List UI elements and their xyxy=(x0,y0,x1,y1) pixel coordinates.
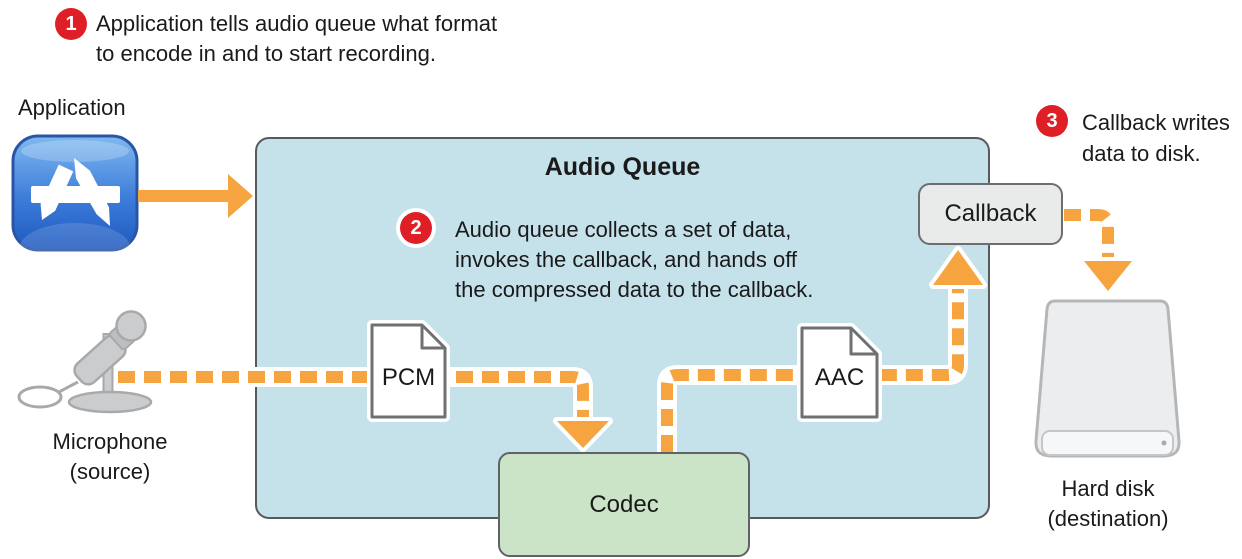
callback-box: Callback xyxy=(918,183,1063,245)
hard-disk-icon xyxy=(1034,299,1181,458)
application-label: Application xyxy=(18,95,126,120)
step-2-badge: 2 xyxy=(400,212,432,244)
codec-box: Codec xyxy=(498,452,750,557)
audio-queue-title: Audio Queue xyxy=(544,153,701,181)
step-2-line-3: the compressed data to the callback. xyxy=(455,277,814,302)
step-3-number: 3 xyxy=(1046,109,1058,132)
microphone-label-line-2: (source) xyxy=(69,459,151,484)
hard-disk-label-line-1: Hard disk xyxy=(1061,476,1155,501)
step-3-line-2: data to disk. xyxy=(1082,141,1201,166)
step-3-note: Callback writes data to disk. xyxy=(1082,107,1230,169)
route-callback-to-disk xyxy=(1064,205,1136,295)
hard-disk-label: Hard disk (destination) xyxy=(1028,474,1188,534)
document-icon xyxy=(367,320,450,422)
codec-label: Codec xyxy=(589,490,659,518)
hard-disk-label-line-2: (destination) xyxy=(1047,506,1169,531)
step-2-number: 2 xyxy=(410,216,422,239)
step-1-number: 1 xyxy=(65,12,77,35)
step-1-line-1: Application tells audio queue what forma… xyxy=(96,11,498,36)
step-1-note: Application tells audio queue what forma… xyxy=(96,9,497,69)
route-mic-to-codec xyxy=(118,367,613,452)
step-2-note: Audio queue collects a set of data, invo… xyxy=(455,215,813,305)
document-icon xyxy=(797,323,882,422)
microphone-icon xyxy=(17,310,153,414)
step-2-line-2: invokes the callback, and hands off xyxy=(455,247,798,272)
callback-label: Callback xyxy=(944,200,1037,227)
aac-document-label: AAC xyxy=(814,364,865,391)
step-3-badge: 3 xyxy=(1036,105,1068,137)
app-to-queue-arrow xyxy=(138,174,253,218)
microphone-label: Microphone (source) xyxy=(30,427,190,487)
app-store-icon xyxy=(11,134,139,275)
step-1-line-2: to encode in and to start recording. xyxy=(96,41,436,66)
step-1-badge: 1 xyxy=(55,8,87,40)
microphone-label-line-1: Microphone xyxy=(52,429,168,454)
step-2-line-1: Audio queue collects a set of data, xyxy=(455,217,792,242)
pcm-document-label: PCM xyxy=(381,364,436,391)
step-3-line-1: Callback writes xyxy=(1082,110,1230,135)
